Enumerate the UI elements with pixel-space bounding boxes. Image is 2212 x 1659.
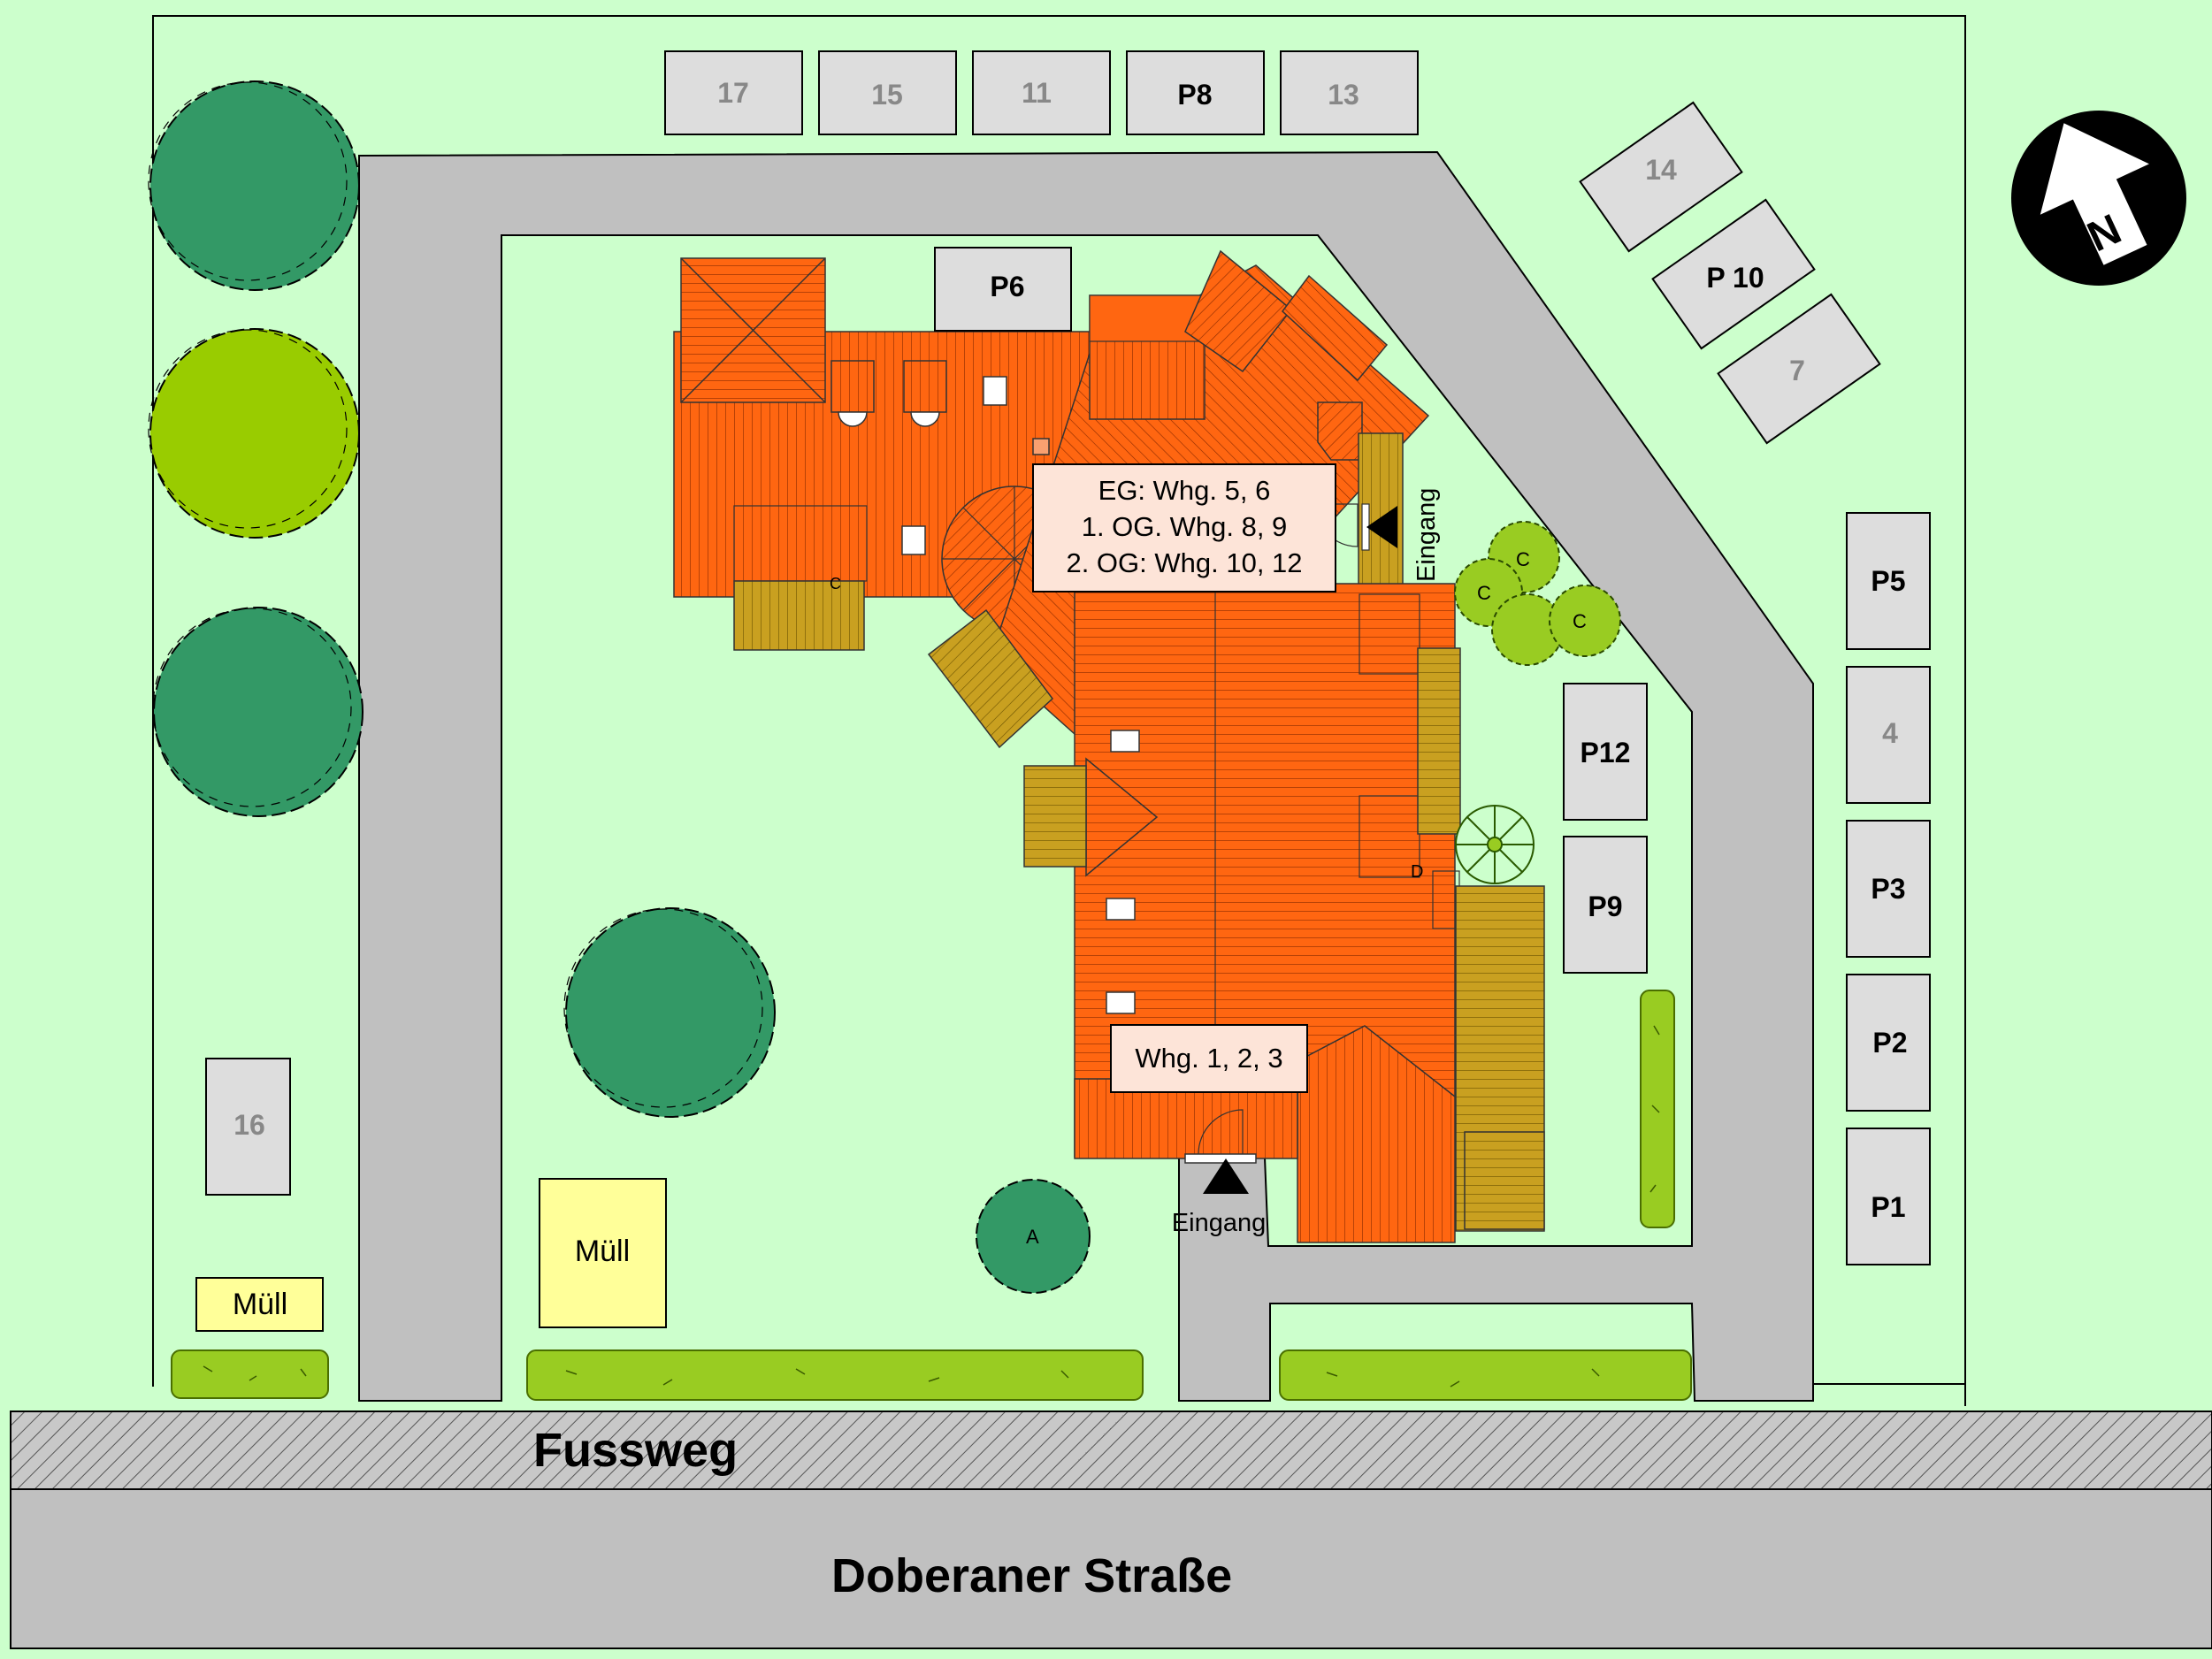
parking-space-p2 [1846,974,1931,1112]
parking-label-7: 7 [1789,355,1805,386]
parking-label-p3: P3 [1871,873,1905,905]
roof-gable-diagonal [1184,249,1293,373]
skylight [1110,730,1140,753]
parking-label-4: 4 [1882,717,1898,749]
footpath [10,1411,2212,1490]
skylight [901,525,926,555]
shrub-a-label: A [1026,1226,1039,1248]
parking-top-row: 17 15 11 P8 13 [664,50,1419,135]
lower-apartments-label: Whg. 1, 2, 3 [1135,1043,1282,1074]
shrub-cluster-c: C C C [1454,521,1621,666]
waste-area-small [195,1277,324,1332]
entrance-label-south: Eingang [1172,1209,1266,1237]
parking-right-column: P5 4 P3 P2 P1 [1846,512,1931,1265]
parking-space-p9 [1563,836,1648,974]
dormer-1 [830,360,875,413]
parking-label-17: 17 [717,77,749,109]
parking-label-p12: P12 [1581,737,1631,768]
tree-dark-1 [148,80,360,291]
parking-space-14 [1579,101,1743,253]
roof-gable-east [1281,274,1389,382]
parking-space-p5 [1846,512,1931,650]
entrance-arrow-east [1366,506,1397,548]
waste-area-large [539,1178,667,1328]
upper-apartments-label-line3: 2. OG: Whg. 10, 12 [1066,547,1302,578]
main-street-label: Doberaner Straße [831,1549,1232,1602]
parking-space-13 [1280,50,1419,135]
parking-diagonal-row: 14 P 10 7 [1579,101,1881,445]
waste-label-small: Müll [233,1288,287,1321]
dormer-2 [903,360,947,413]
parking-space-p1 [1846,1128,1931,1265]
upper-apartments-label-box [1032,463,1336,592]
parking-space-7 [1717,293,1881,445]
door-swing-south [1198,1109,1244,1155]
parking-space-p8 [1126,50,1265,135]
tree-dark-center [563,907,776,1118]
terrace-southeast-step [1464,1131,1545,1230]
entrance-arrow-south [1203,1158,1249,1194]
parking-space-16 [205,1058,291,1196]
parking-space-p6 [934,247,1072,332]
entrance-step [1184,1153,1257,1164]
parking-label-p5: P5 [1871,565,1905,597]
parking-label-13: 13 [1328,79,1359,111]
parking-space-p10 [1651,198,1816,350]
parking-space-11 [972,50,1111,135]
parking-space-15 [818,50,957,135]
chimney [1032,438,1050,455]
upper-apartments-label-line2: 1. OG. Whg. 8, 9 [1082,511,1288,542]
terrace-diagonal [927,608,1054,749]
hedge-bottom-center [526,1349,1144,1401]
parking-label-p10: P 10 [1706,262,1764,294]
parking-space-p12 [1563,683,1648,821]
shrub-c-label-1: C [1516,548,1530,570]
parking-label-16: 16 [233,1109,265,1141]
hedge-bottom-left [171,1349,329,1399]
shrub-c-label-3: C [1573,610,1587,632]
skylight [1106,991,1136,1014]
parking-label-p2: P2 [1872,1027,1907,1059]
tree-light-1 [148,328,360,539]
parking-label-15: 15 [871,79,903,111]
waste-label-large: Müll [575,1235,630,1268]
small-tree [1455,805,1535,884]
roof-bay-east-2 [1359,795,1420,878]
terrace-north [733,580,865,651]
lower-apartments-label-box [1110,1024,1308,1093]
skylight [983,376,1007,406]
parking-label-p9: P9 [1588,891,1622,922]
parking-label-p1: P1 [1871,1191,1905,1223]
skylight [1106,898,1136,921]
parking-label-p6: P6 [990,271,1024,302]
north-arrow-icon: N [2011,111,2186,286]
roof-marker-c: C [830,575,841,592]
roof-gable-south [1297,1025,1456,1243]
upper-apartments-label-line1: EG: Whg. 5, 6 [1098,475,1271,506]
hedge-bottom-right [1279,1349,1692,1401]
property-boundary [152,15,1966,1406]
parking-label-11: 11 [1022,77,1052,109]
parking-label-14: 14 [1645,154,1677,186]
shrub-c-label-2: C [1477,582,1491,604]
parking-space-17 [664,50,803,135]
terrace-west [1023,765,1087,868]
roof-marker-d: D [1411,862,1423,882]
parking-label-p8: P8 [1177,79,1212,111]
parking-space-p3 [1846,820,1931,958]
main-street [10,1488,2212,1649]
terrace-east [1417,647,1461,835]
shrub-a: A [976,1179,1091,1294]
roof-dormer-east [1317,401,1363,461]
entrance-label-east: Eingang [1412,488,1441,582]
footpath-label: Fussweg [533,1424,738,1477]
tree-dark-2 [152,607,364,817]
parking-space-4 [1846,666,1931,804]
roof-bay-east [1359,593,1420,675]
hedge-vertical-right [1640,990,1675,1228]
